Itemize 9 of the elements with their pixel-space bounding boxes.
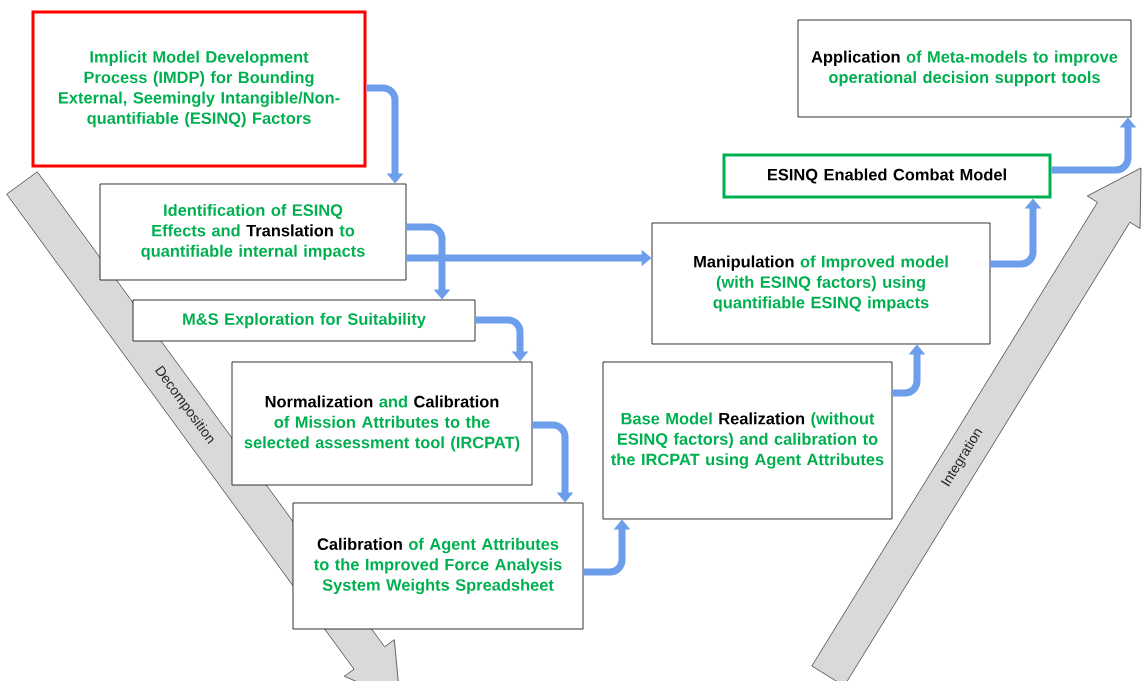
result-box: ESINQ Enabled Combat Model <box>722 153 1052 199</box>
step-box: Base Model Realization (without ESINQ factors) and calibration to the IRCPAT using Agent Attributes <box>602 361 893 520</box>
step-box: Application of Meta-models to improve operational decision support tools <box>797 19 1132 118</box>
step-box: M&S Exploration for Suitability <box>132 299 476 342</box>
step-box: Identification of ESINQ Effects and Translation to quantifiable internal impacts <box>99 183 407 281</box>
step-box: Normalization and Calibration of Mission Attributes to the selected assessment tool (IRCPAT) <box>231 361 533 486</box>
step-box: Calibration of Agent Attributes to the Improved Force Analysis System Weights Spreadsheet <box>292 502 584 630</box>
step-box: Manipulation of Improved model (with ESINQ factors) using quantifiable ESINQ impacts <box>651 222 991 345</box>
process-box: Implicit Model Development Process (IMDP) for Bounding External, Seemingly Intangible/Non-quantifiable (ESINQ) Factors <box>31 10 367 168</box>
